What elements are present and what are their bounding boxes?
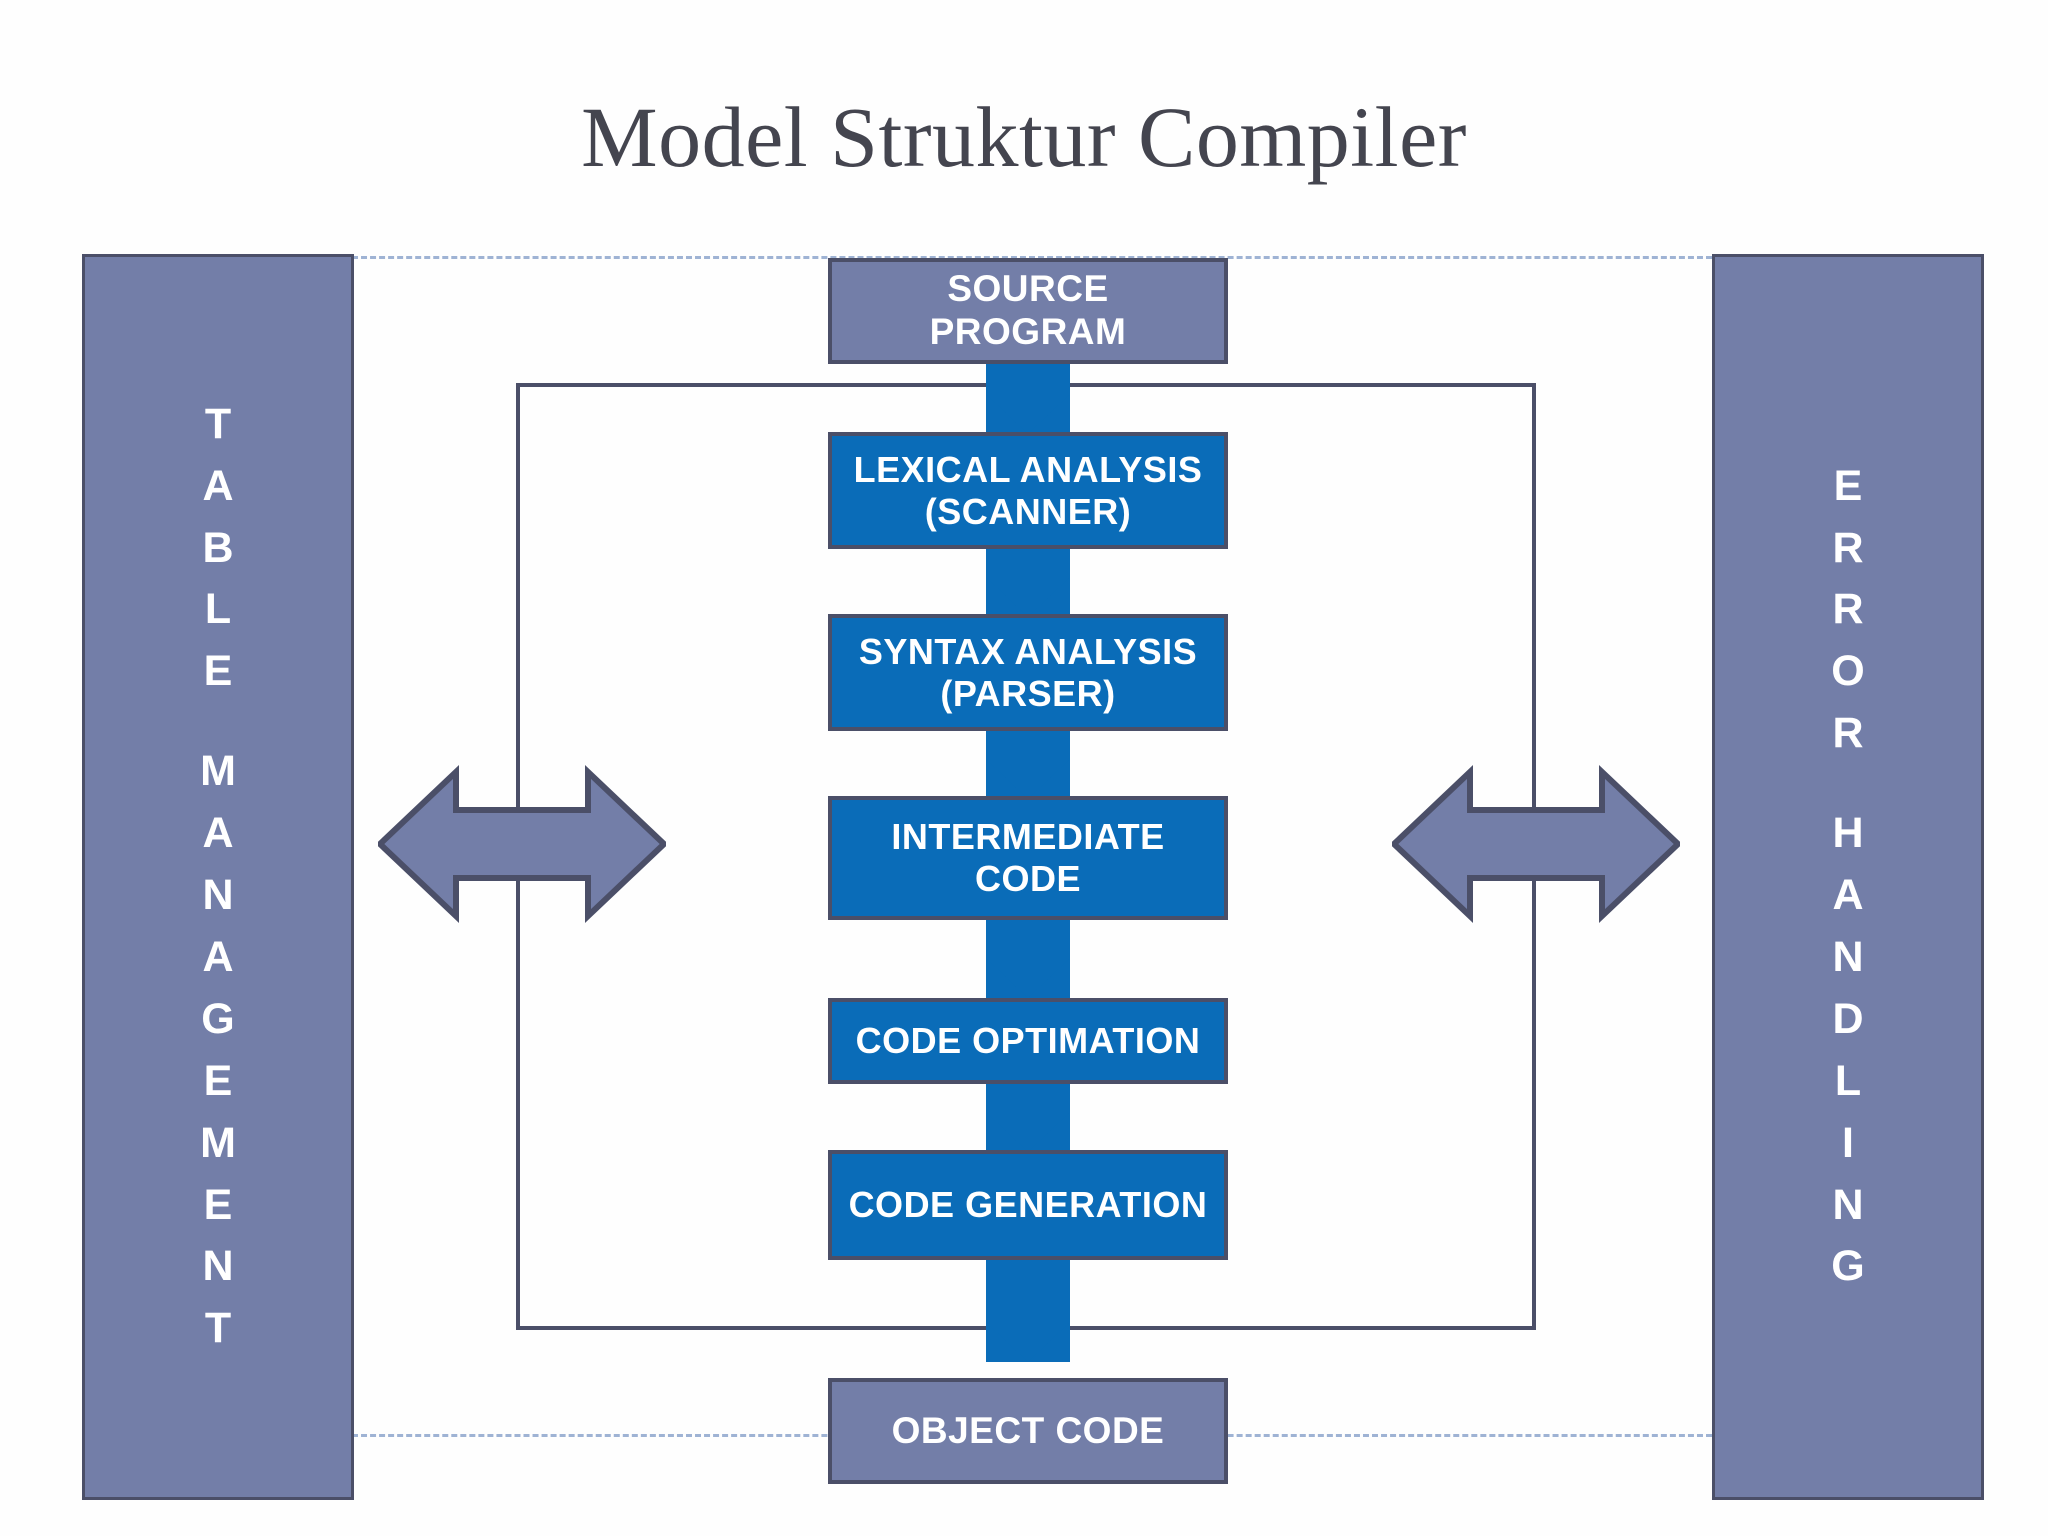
panel-letter: R bbox=[1832, 523, 1864, 572]
node-line: SYNTAX ANALYSIS bbox=[858, 630, 1198, 672]
node-line: CODE bbox=[974, 858, 1081, 899]
page-title: Model Struktur Compiler bbox=[581, 89, 1467, 185]
bidirectional-arrow-left-icon bbox=[375, 765, 669, 923]
node-syntax-analysis[interactable]: SYNTAX ANALYSIS (PARSER) bbox=[828, 614, 1228, 731]
arrow-optimation-to-generation bbox=[986, 1084, 1070, 1152]
panel-letter: O bbox=[1831, 647, 1865, 696]
node-source-program[interactable]: SOURCE PROGRAM bbox=[828, 258, 1228, 364]
panel-letter: L bbox=[1834, 1056, 1862, 1105]
panel-letter: I bbox=[1842, 1118, 1854, 1167]
table-management-label: T A B L E M A N A G E M E N T bbox=[200, 394, 236, 1361]
panel-letter: B bbox=[202, 523, 234, 572]
node-line: LEXICAL ANALYSIS bbox=[853, 448, 1203, 490]
panel-letter: M bbox=[200, 1118, 236, 1167]
node-line: PROGRAM bbox=[929, 311, 1127, 352]
bidirectional-arrow-right-icon bbox=[1389, 765, 1683, 923]
node-code-generation[interactable]: CODE GENERATION bbox=[828, 1150, 1228, 1260]
arrow-syntax-to-intermediate bbox=[986, 731, 1070, 799]
panel-letter: N bbox=[1832, 932, 1864, 981]
panel-letter: N bbox=[202, 1242, 234, 1291]
arrow-intermediate-to-optimation bbox=[986, 920, 1070, 998]
node-line: CODE OPTIMATION bbox=[855, 1020, 1201, 1062]
panel-letter: G bbox=[201, 994, 235, 1043]
panel-letter: N bbox=[1832, 1180, 1864, 1229]
panel-letter: E bbox=[203, 647, 233, 696]
panel-letter: E bbox=[203, 1180, 233, 1229]
panel-letter: M bbox=[200, 747, 236, 796]
node-line: CODE GENERATION bbox=[848, 1184, 1208, 1226]
panel-letter: A bbox=[202, 461, 234, 510]
arrow-generation-to-object-code bbox=[986, 1260, 1070, 1362]
panel-letter: G bbox=[1831, 1242, 1865, 1291]
panel-letter: A bbox=[202, 809, 234, 858]
panel-letter: E bbox=[203, 1056, 233, 1105]
node-intermediate-code[interactable]: INTERMEDIATE CODE bbox=[828, 796, 1228, 920]
panel-letter: L bbox=[204, 585, 232, 634]
panel-letter: H bbox=[1832, 809, 1864, 858]
bidirectional-arrow-left bbox=[375, 758, 669, 930]
panel-letter: R bbox=[1832, 709, 1864, 758]
node-line: (SCANNER) bbox=[924, 490, 1132, 532]
panel-letter: N bbox=[202, 871, 234, 920]
panel-letter: T bbox=[204, 1304, 232, 1353]
dashed-guide-line-top bbox=[352, 256, 1712, 259]
error-handling-label: E R R O R H A N D L I N G bbox=[1831, 456, 1864, 1299]
node-object-code[interactable]: OBJECT CODE bbox=[828, 1378, 1228, 1484]
error-handling-panel[interactable]: E R R O R H A N D L I N G bbox=[1712, 254, 1984, 1500]
bidirectional-arrow-right bbox=[1389, 758, 1683, 930]
node-code-optimation[interactable]: CODE OPTIMATION bbox=[828, 998, 1228, 1084]
panel-letter: E bbox=[1833, 461, 1863, 510]
node-line: INTERMEDIATE bbox=[891, 816, 1165, 858]
panel-letter: D bbox=[1832, 994, 1864, 1043]
node-lexical-analysis[interactable]: LEXICAL ANALYSIS (SCANNER) bbox=[828, 432, 1228, 549]
node-line: (PARSER) bbox=[940, 672, 1116, 714]
table-management-panel[interactable]: T A B L E M A N A G E M E N T bbox=[82, 254, 354, 1500]
panel-letter: R bbox=[1832, 585, 1864, 634]
panel-letter: A bbox=[202, 932, 234, 981]
panel-letter: A bbox=[1832, 871, 1864, 920]
node-line: SOURCE bbox=[947, 268, 1109, 310]
panel-letter: T bbox=[204, 399, 232, 448]
node-line: OBJECT CODE bbox=[891, 1409, 1165, 1451]
arrow-source-to-lexical bbox=[986, 364, 1070, 434]
arrow-lexical-to-syntax bbox=[986, 549, 1070, 617]
